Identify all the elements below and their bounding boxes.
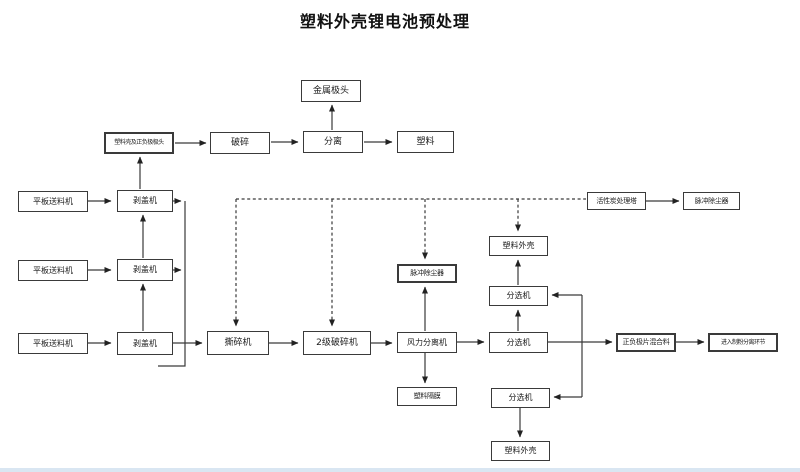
node-lid-peeler-1: 剥盖机 <box>117 190 173 212</box>
node-metal-pole-head: 金属极头 <box>301 80 361 102</box>
node-shredder: 撕碎机 <box>207 331 269 355</box>
page-title: 塑料外壳锂电池预处理 <box>299 12 470 31</box>
node-powder-separation-step: 进入制粉分离环节 <box>708 333 778 352</box>
node-sorter-lower: 分选机 <box>491 388 550 408</box>
node-crushing: 破碎 <box>210 132 270 154</box>
bottom-edge-strip <box>0 468 800 472</box>
node-feeder-3: 平板送料机 <box>18 333 88 354</box>
node-plastic: 塑料 <box>397 131 454 153</box>
node-pulse-dust-collector-top: 脉冲除尘器 <box>683 192 740 210</box>
node-plastic-membrane: 塑料隔膜 <box>397 387 457 406</box>
node-secondary-crusher: 2级破碎机 <box>303 331 371 355</box>
node-sorter-main: 分选机 <box>489 332 548 353</box>
node-separation: 分离 <box>303 131 363 153</box>
node-plastic-shell-upper: 塑料外壳 <box>489 236 548 256</box>
node-pulse-dust-collector-mid: 脉冲除尘器 <box>397 264 457 283</box>
node-plastic-shell-lower: 塑料外壳 <box>491 441 550 461</box>
node-shell-and-pole-heads: 塑料壳及正负极极头 <box>104 132 174 154</box>
node-activated-carbon-tower: 活性炭处理塔 <box>587 192 646 210</box>
node-feeder-2: 平板送料机 <box>18 260 88 281</box>
node-electrode-sheet-mix: 正负极片混合料 <box>616 333 676 352</box>
node-lid-peeler-2: 剥盖机 <box>117 259 173 281</box>
node-wind-separator: 风力分离机 <box>397 332 457 353</box>
node-lid-peeler-3: 剥盖机 <box>117 332 173 355</box>
node-sorter-upper: 分选机 <box>489 286 548 306</box>
node-feeder-1: 平板送料机 <box>18 191 88 212</box>
